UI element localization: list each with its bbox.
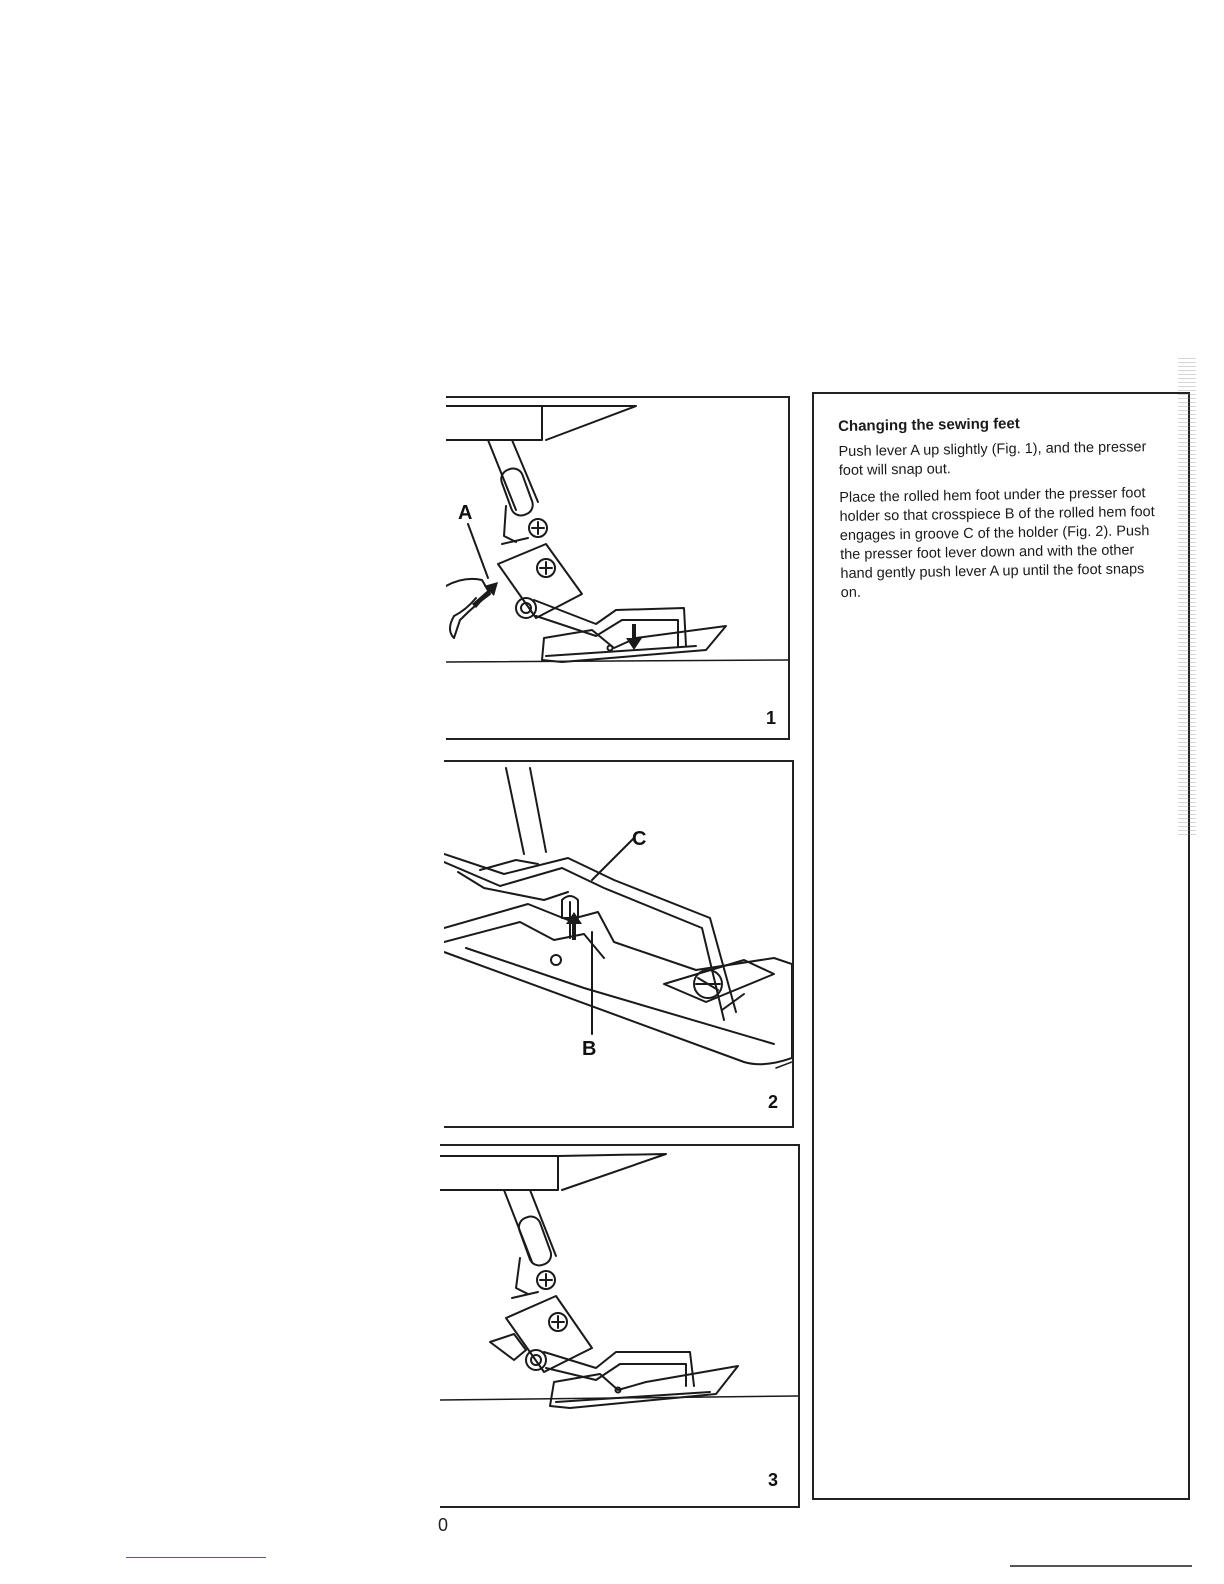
figure-2: C B 2 [444,760,794,1128]
label-a: A [458,502,473,524]
section-heading: Changing the sewing feet [838,415,1020,435]
instructions-box: Changing the sewing feet Push lever A up… [812,392,1190,1500]
figure-3-number: 3 [768,1470,779,1490]
instruction-paragraph-1: Push lever A up slightly (Fig. 1), and t… [838,439,1147,479]
figure-2-number: 2 [768,1092,779,1112]
figure-1-illustration [446,405,788,663]
figure-1: A 1 [446,396,790,740]
footer-rule-right [1010,1565,1192,1567]
figure-3: 3 [440,1144,800,1508]
footer-rule-left [126,1557,266,1558]
page-number: 0 [438,1515,449,1535]
instructions-content: Changing the sewing feet Push lever A up… [838,413,1161,611]
figure-1-number: 1 [766,708,777,728]
label-b: B [582,1038,597,1060]
label-c: C [632,828,647,850]
instruction-paragraph-2: Place the rolled hem foot under the pres… [839,485,1155,601]
scan-edge-noise [1178,355,1196,835]
figure-3-illustration [440,1153,798,1409]
figure-2-illustration [444,767,792,1069]
